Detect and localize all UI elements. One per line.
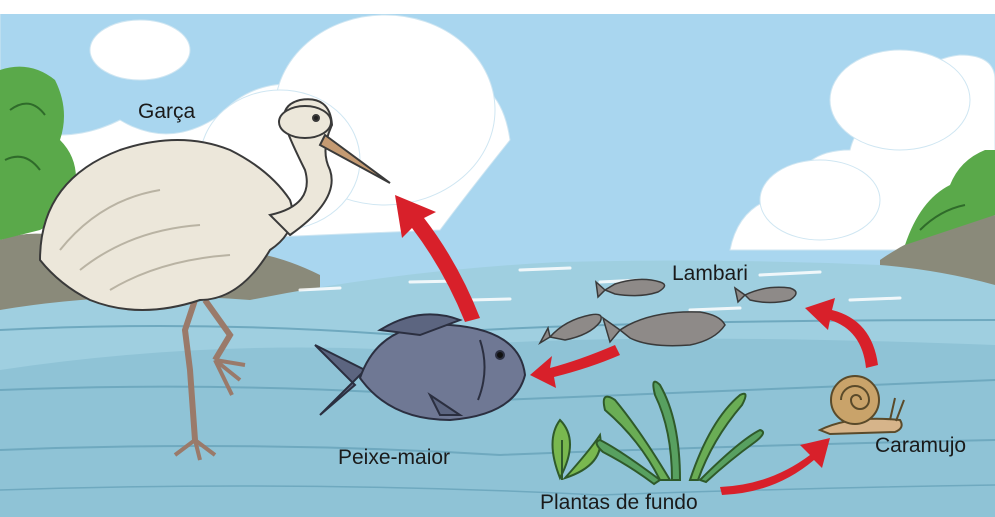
label-garca: Garça <box>138 100 196 123</box>
arrow-plants-to-snail <box>720 438 830 495</box>
bottom-plants <box>551 380 765 486</box>
label-caramujo: Caramujo <box>875 434 967 457</box>
big-fish <box>314 313 527 422</box>
arrow-lambari-to-fish <box>530 345 620 388</box>
lambari-fish <box>538 278 797 347</box>
snail <box>817 375 905 436</box>
arrow-fish-to-heron <box>395 195 480 322</box>
label-lambari: Lambari <box>672 262 748 285</box>
heron <box>38 98 391 461</box>
label-plantas-de-fundo: Plantas de fundo <box>540 491 698 514</box>
arrow-snail-to-lambari <box>805 298 878 368</box>
food-chain-arrows <box>395 195 878 495</box>
label-peixe-maior: Peixe-maior <box>338 446 451 469</box>
